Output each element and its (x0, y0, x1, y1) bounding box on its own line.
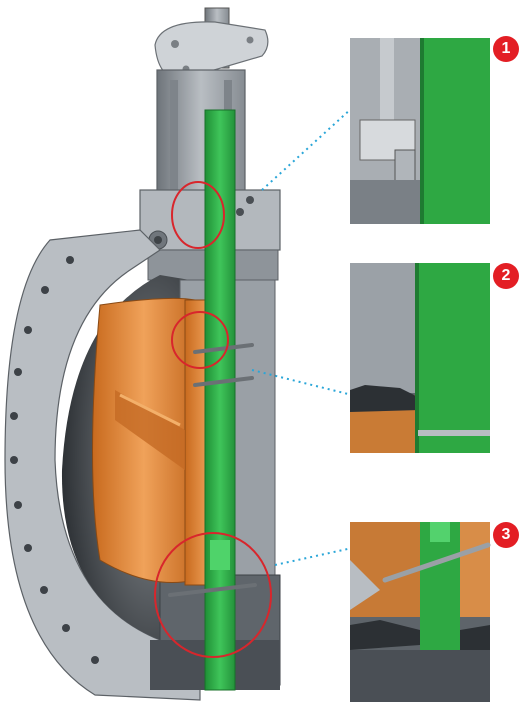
leader-line-2 (251, 369, 353, 396)
valve-stem (204, 109, 236, 691)
flange-bolt-holes (10, 256, 99, 664)
callout-badge-3: 3 (493, 522, 519, 548)
detail-circles (154, 181, 272, 658)
detail-inset-3 (350, 522, 491, 702)
callout-badge-2: 2 (493, 263, 519, 289)
detail-circle-2 (171, 311, 229, 369)
callout-badge-1: 1 (493, 36, 519, 62)
leader-line-3 (274, 547, 353, 566)
detail-inset-1 (350, 38, 490, 224)
detail-inset-2 (350, 263, 490, 453)
leader-lines (251, 107, 353, 566)
leader-line-1 (261, 107, 353, 191)
detail-circle-3 (154, 532, 272, 658)
detail-circle-1 (171, 181, 225, 249)
stem-pins (168, 343, 257, 597)
